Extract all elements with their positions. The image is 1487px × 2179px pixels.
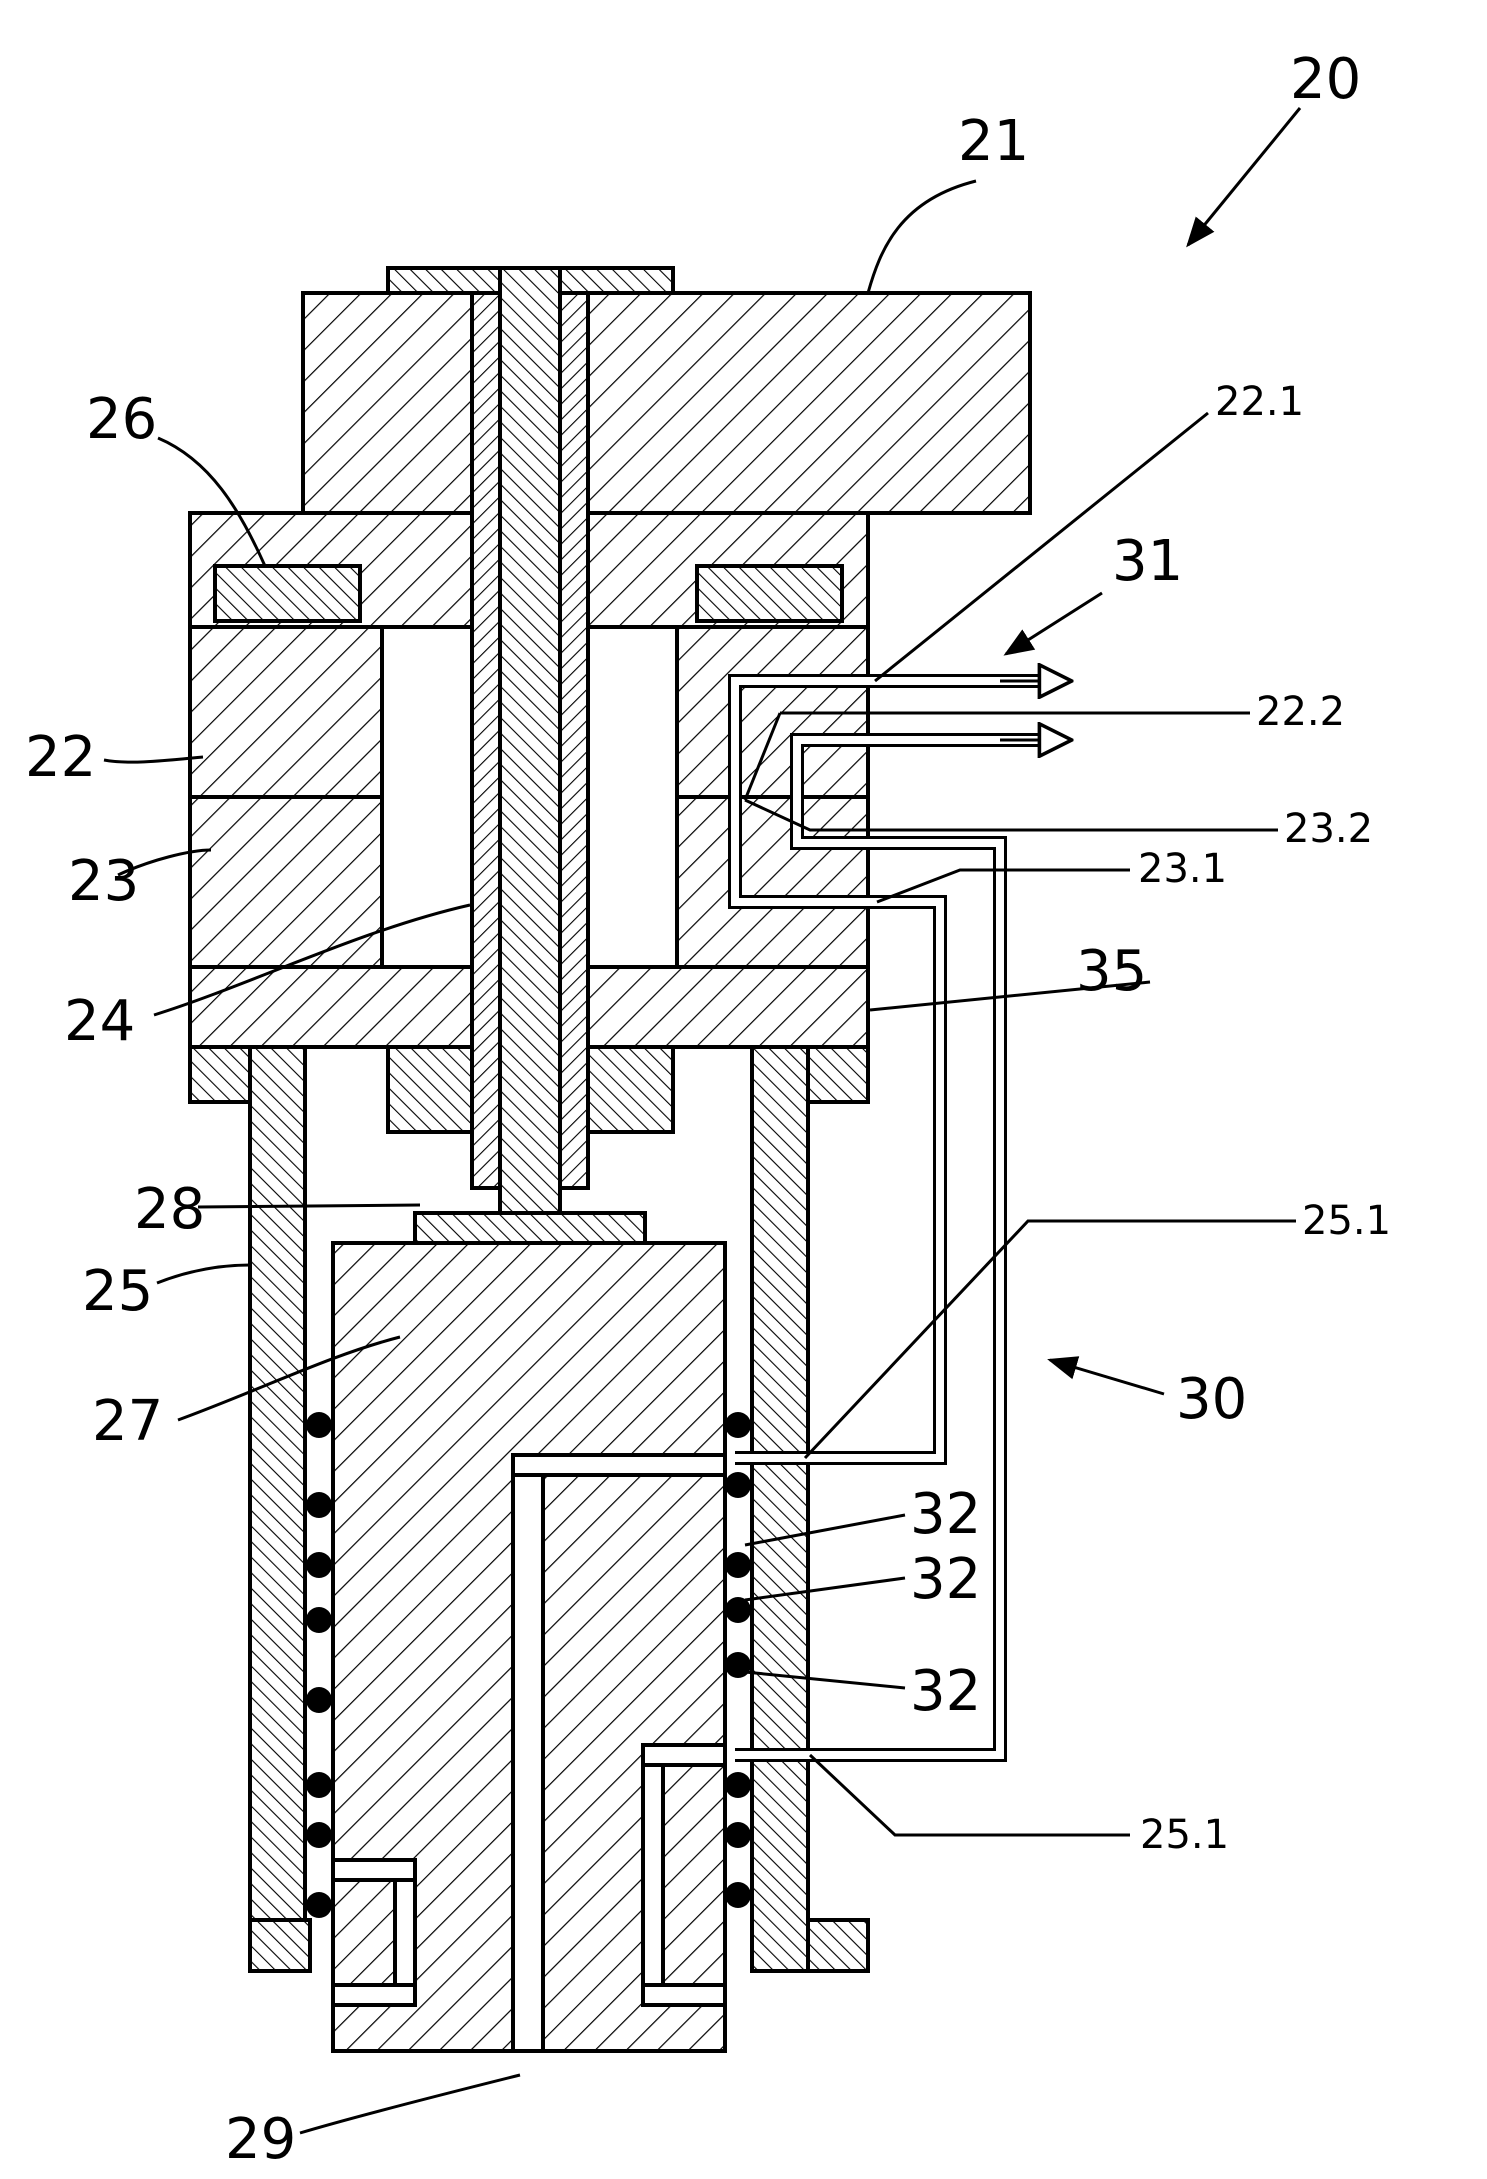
label-32-b: 32 (910, 1547, 981, 1612)
piston-27 (333, 1243, 725, 2051)
label-25: 25 (82, 1259, 153, 1324)
label-25-1-top: 25.1 (1302, 1198, 1391, 1244)
motor-block-21 (303, 268, 1030, 513)
label-22-1: 22.1 (1215, 379, 1304, 425)
label-27: 27 (92, 1389, 163, 1454)
label-29: 29 (225, 2107, 296, 2172)
label-28: 28 (134, 1177, 205, 1242)
label-22-2: 22.2 (1256, 689, 1345, 735)
label-31: 31 (1112, 529, 1183, 594)
label-32-c: 32 (910, 1659, 981, 1724)
label-22: 22 (25, 725, 96, 790)
label-32-a: 32 (910, 1482, 981, 1547)
reference-arrows (1006, 108, 1300, 1394)
label-20: 20 (1290, 47, 1361, 112)
label-30: 30 (1176, 1367, 1247, 1432)
outlet-arrows-31 (1000, 681, 1070, 740)
shaft-24 (472, 268, 588, 1213)
coupling-28 (415, 1213, 645, 1243)
label-23: 23 (68, 849, 139, 914)
label-25-1-bottom: 25.1 (1140, 1812, 1229, 1858)
coil-balls-right (725, 1412, 751, 1908)
label-24: 24 (64, 989, 135, 1054)
label-23-2: 23.2 (1284, 806, 1373, 852)
coil-balls-left (306, 1412, 332, 1918)
label-35: 35 (1076, 939, 1147, 1004)
label-21: 21 (958, 109, 1029, 174)
label-26: 26 (86, 387, 157, 452)
label-23-1: 23.1 (1138, 846, 1227, 892)
